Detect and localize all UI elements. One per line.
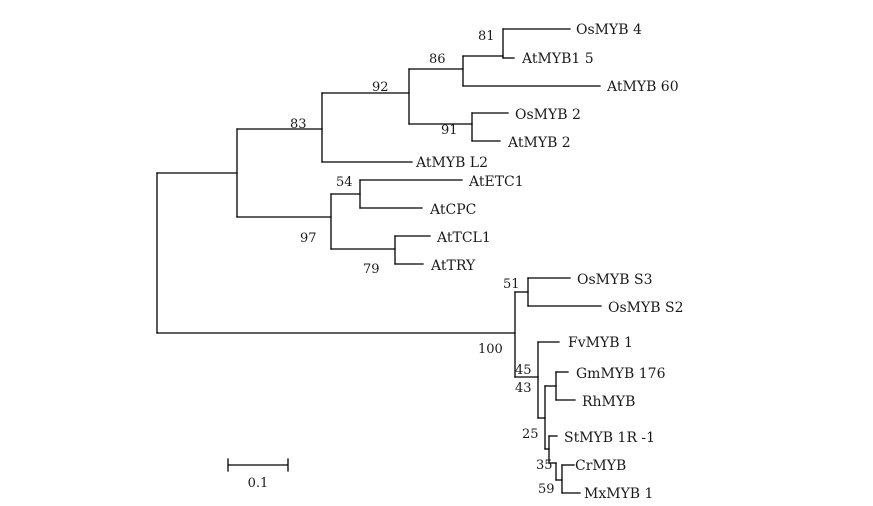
leaf-atmybl2: AtMYB L2 bbox=[415, 155, 488, 171]
leaf-atetc1: AtETC1 bbox=[468, 174, 524, 190]
leaf-osmybs2: OsMYB S2 bbox=[608, 300, 683, 316]
leaf-osmyb2: OsMYB 2 bbox=[515, 107, 581, 123]
scale-bar-label: 0.1 bbox=[248, 476, 269, 491]
bootstrap-81: 81 bbox=[478, 29, 495, 44]
bootstrap-79: 79 bbox=[363, 262, 380, 277]
leaf-fvmyb1: FvMYB 1 bbox=[568, 335, 633, 351]
leaf-atmyb2: AtMYB 2 bbox=[507, 135, 571, 151]
leaf-attry: AtTRY bbox=[430, 258, 476, 274]
leaf-attcl1: AtTCL1 bbox=[436, 230, 491, 246]
bootstrap-100: 100 bbox=[478, 342, 503, 357]
scale-bar-line bbox=[227, 458, 289, 472]
bootstrap-35: 35 bbox=[536, 458, 553, 473]
bootstrap-25: 25 bbox=[522, 427, 539, 442]
bootstrap-values: 81 86 92 91 83 54 97 79 51 100 45 43 25 … bbox=[290, 29, 555, 497]
bootstrap-51: 51 bbox=[503, 277, 520, 292]
leaf-osmyb4: OsMYB 4 bbox=[576, 22, 642, 38]
bootstrap-97: 97 bbox=[300, 231, 317, 246]
leaf-gmmyb176: GmMYB 176 bbox=[576, 366, 666, 382]
leaf-stmyb1r1: StMYB 1R -1 bbox=[564, 430, 655, 446]
leaf-osmybs3: OsMYB S3 bbox=[577, 272, 652, 288]
tree-branches bbox=[156, 28, 602, 494]
leaf-rhmyb: RhMYB bbox=[582, 394, 635, 410]
bootstrap-59: 59 bbox=[538, 482, 555, 497]
bootstrap-54: 54 bbox=[336, 175, 353, 190]
leaf-atmyb60: AtMYB 60 bbox=[606, 79, 679, 95]
bootstrap-92: 92 bbox=[372, 80, 389, 95]
bootstrap-86: 86 bbox=[429, 52, 446, 67]
bootstrap-43: 43 bbox=[515, 381, 532, 396]
leaf-labels: OsMYB 4 AtMYB1 5 AtMYB 60 OsMYB 2 AtMYB … bbox=[415, 22, 683, 502]
bootstrap-83: 83 bbox=[290, 117, 307, 132]
leaf-crmyb: CrMYB bbox=[575, 458, 626, 474]
bootstrap-45: 45 bbox=[515, 363, 532, 378]
leaf-atcpc: AtCPC bbox=[429, 202, 476, 218]
scale-bar: 0.1 bbox=[227, 458, 289, 491]
bootstrap-91: 91 bbox=[441, 123, 458, 138]
leaf-mxmyb1: MxMYB 1 bbox=[584, 486, 653, 502]
leaf-atmyb15: AtMYB1 5 bbox=[521, 51, 594, 67]
